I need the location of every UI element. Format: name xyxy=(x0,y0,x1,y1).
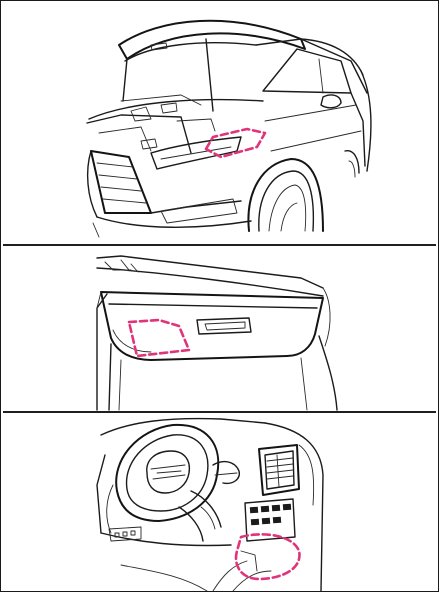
panel-divider xyxy=(3,411,436,413)
driver-dash-location-marker xyxy=(236,534,299,579)
glove-box-panel xyxy=(1,248,438,411)
fuse-box-location-marker xyxy=(206,129,265,157)
panel-divider xyxy=(3,244,436,246)
car-hood-open-illustration xyxy=(1,1,438,243)
driver-dash-illustration xyxy=(1,415,438,591)
driver-dash-panel xyxy=(1,415,438,591)
glove-box-illustration xyxy=(1,248,438,411)
engine-compartment-panel xyxy=(1,1,438,243)
